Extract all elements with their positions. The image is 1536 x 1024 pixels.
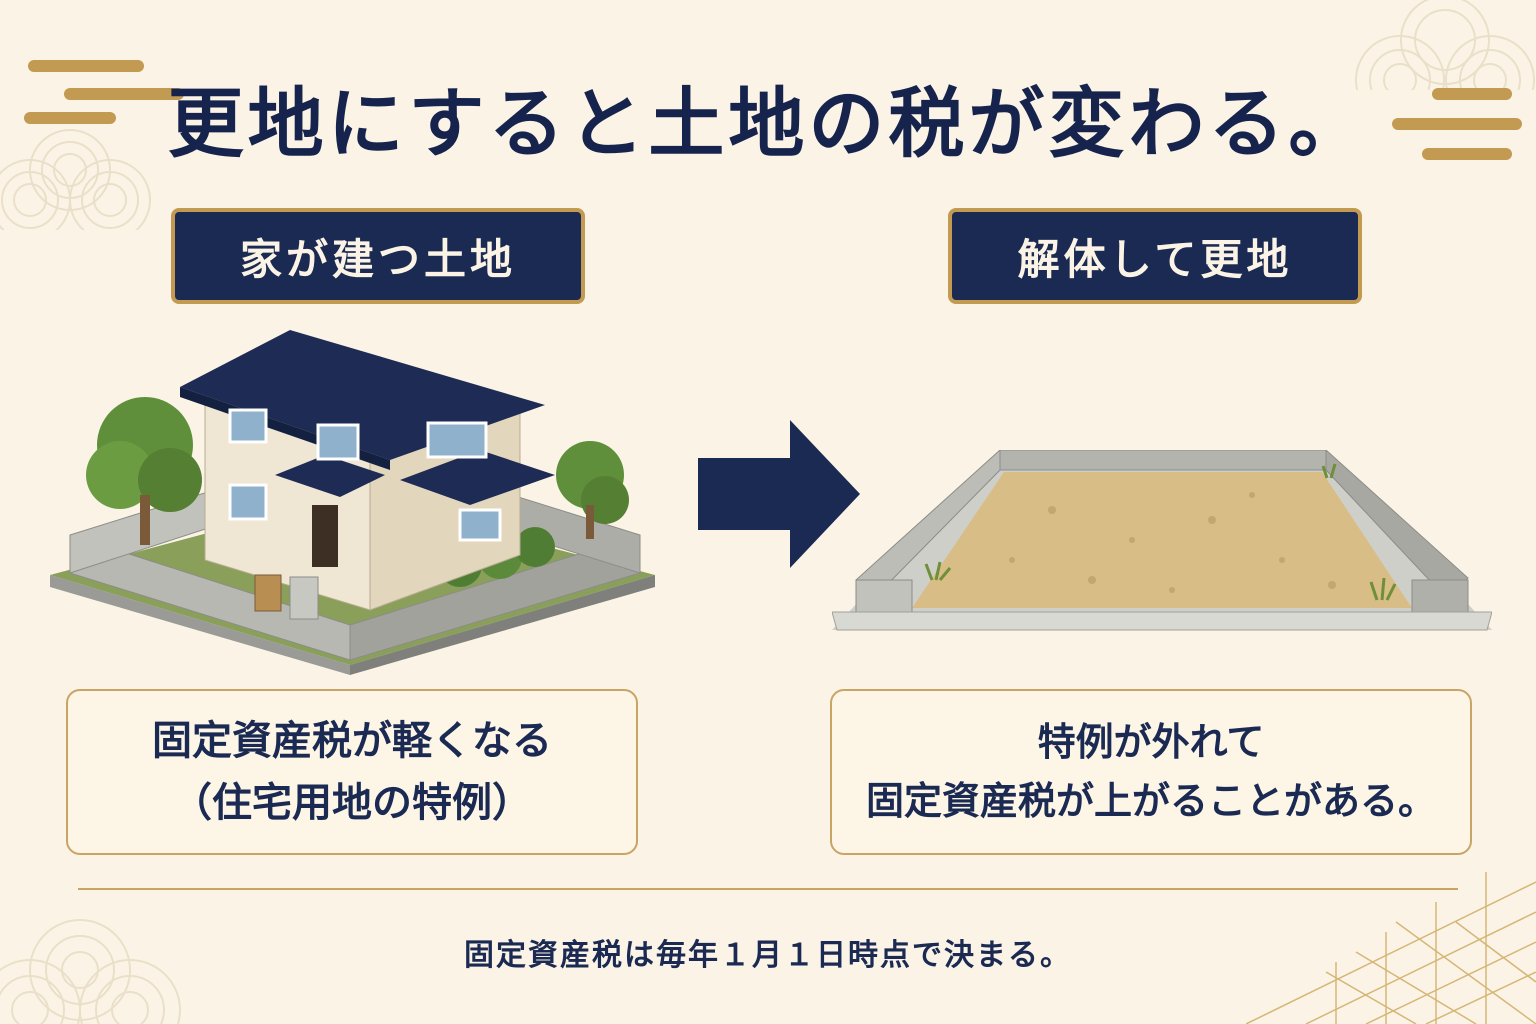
gold-cloud-ornament-right (1392, 88, 1522, 160)
house-illustration (50, 330, 655, 675)
label-vacant-land: 解体して更地 (948, 208, 1362, 304)
divider (78, 888, 1458, 890)
wave-pattern-top-right (1355, 0, 1535, 90)
page-title: 更地にすると土地の税が変わる。 (167, 79, 1369, 168)
asanoha-pattern-bottom-right (1246, 872, 1536, 1024)
note-house-line2: （住宅用地の特例） (172, 779, 532, 826)
note-house-land: 固定資産税が軽くなる （住宅用地の特例） (66, 689, 638, 855)
gold-cloud-ornament-left (24, 60, 184, 124)
note-house-line1: 固定資産税が軽くなる (152, 717, 552, 764)
note-vacant-line1: 特例が外れて (1037, 719, 1265, 765)
vacant-land-illustration (832, 450, 1492, 631)
footer-note: 固定資産税は毎年１月１日時点で決まる。 (464, 938, 1072, 973)
wave-pattern-bottom-left (0, 919, 181, 1024)
label-house-land: 家が建つ土地 (171, 208, 585, 304)
note-vacant-line2: 固定資産税が上がることがある。 (865, 778, 1436, 823)
wave-pattern-top-left (0, 129, 151, 230)
arrow-right-icon (698, 420, 860, 568)
note-vacant-land: 特例が外れて 固定資産税が上がることがある。 (830, 689, 1472, 855)
